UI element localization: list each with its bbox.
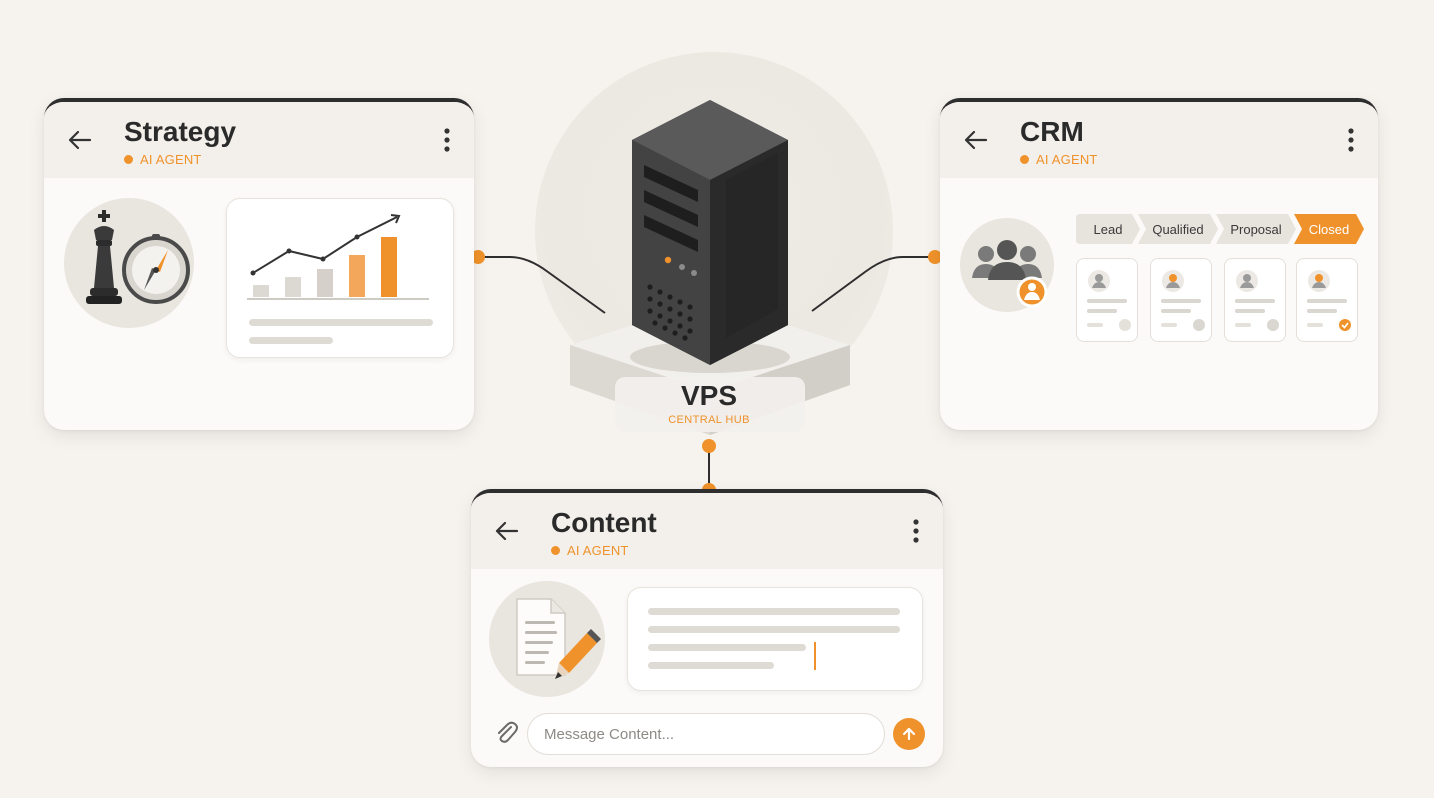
text-placeholder-line — [648, 644, 806, 651]
panel-header: CRM AI AGENT — [940, 102, 1378, 178]
panel-header: Content AI AGENT — [471, 493, 943, 569]
back-arrow-icon[interactable] — [962, 126, 990, 154]
pipeline-stage-proposal[interactable]: Proposal — [1216, 214, 1296, 244]
send-arrow-icon — [902, 727, 916, 741]
panel-body — [44, 178, 474, 430]
stage-chevron — [1076, 214, 1140, 244]
agent-badge-label: AI AGENT — [567, 543, 629, 558]
agent-badge: AI AGENT — [1020, 152, 1098, 167]
deal-card[interactable] — [1224, 258, 1286, 342]
more-vertical-icon[interactable] — [911, 517, 921, 545]
paperclip-icon[interactable] — [493, 719, 519, 745]
deal-card[interactable] — [1076, 258, 1138, 342]
agent-badge: AI AGENT — [124, 152, 202, 167]
chess-king-icon — [86, 210, 122, 304]
panel-body — [471, 569, 943, 767]
contact-card-icon — [1161, 270, 1205, 331]
pipeline-stage-qualified[interactable]: Qualified — [1138, 214, 1218, 244]
text-placeholder-line — [249, 319, 433, 326]
pencil-icon — [555, 629, 601, 679]
panel-body: Lead Qualified Proposal Closed — [940, 178, 1378, 430]
stage-chevron — [1216, 214, 1296, 244]
text-placeholder-line — [648, 608, 900, 615]
stage-chevron — [1138, 214, 1218, 244]
pipeline-stage-label: Qualified — [1152, 221, 1204, 237]
panel-title: Strategy — [124, 116, 237, 147]
back-arrow-icon[interactable] — [493, 517, 521, 545]
text-placeholder-line — [648, 626, 900, 633]
draft-bubble — [627, 587, 923, 691]
pipeline-stage-lead[interactable]: Lead — [1076, 214, 1140, 244]
status-dot — [1020, 155, 1029, 164]
agent-badge-label: AI AGENT — [1036, 152, 1098, 167]
back-arrow-icon[interactable] — [66, 126, 94, 154]
panel-title: Content — [551, 507, 657, 538]
hub-sublabel: CENTRAL HUB — [668, 414, 750, 426]
panel-title: CRM — [1020, 116, 1084, 147]
pipeline-stage-closed[interactable]: Closed — [1294, 214, 1364, 244]
contact-card-icon — [1307, 270, 1351, 331]
more-vertical-icon[interactable] — [442, 126, 452, 154]
growth-chart-icon — [247, 214, 429, 300]
send-button[interactable] — [893, 718, 925, 750]
content-panel: Content AI AGENT — [471, 489, 943, 767]
pipeline-stage-label: Proposal — [1230, 221, 1282, 237]
status-dot — [551, 546, 560, 555]
more-vertical-icon[interactable] — [1346, 126, 1356, 154]
agent-badge: AI AGENT — [551, 543, 629, 558]
deal-card[interactable] — [1296, 258, 1358, 342]
pipeline-stage-label: Closed — [1308, 221, 1350, 237]
deal-card[interactable] — [1150, 258, 1212, 342]
agent-badge-label: AI AGENT — [140, 152, 202, 167]
compass-icon — [122, 234, 190, 304]
text-cursor — [814, 642, 816, 670]
hub-label: VPS — [680, 380, 738, 411]
pipeline-stage-label: Lead — [1093, 221, 1123, 237]
crm-panel: CRM AI AGENT Lead — [940, 98, 1378, 430]
text-placeholder-line — [249, 337, 333, 344]
chart-bubble — [226, 198, 454, 358]
contact-card-icon — [1235, 270, 1279, 331]
text-placeholder-line — [648, 662, 774, 669]
message-input[interactable] — [527, 713, 885, 755]
strategy-panel: Strategy AI AGENT — [44, 98, 474, 430]
stage-chevron — [1294, 214, 1364, 244]
server-icon — [570, 100, 850, 435]
contact-card-icon — [1087, 270, 1131, 331]
document-icon — [516, 598, 566, 676]
team-users-icon — [972, 240, 1048, 308]
panel-header: Strategy AI AGENT — [44, 102, 474, 178]
status-dot — [124, 155, 133, 164]
